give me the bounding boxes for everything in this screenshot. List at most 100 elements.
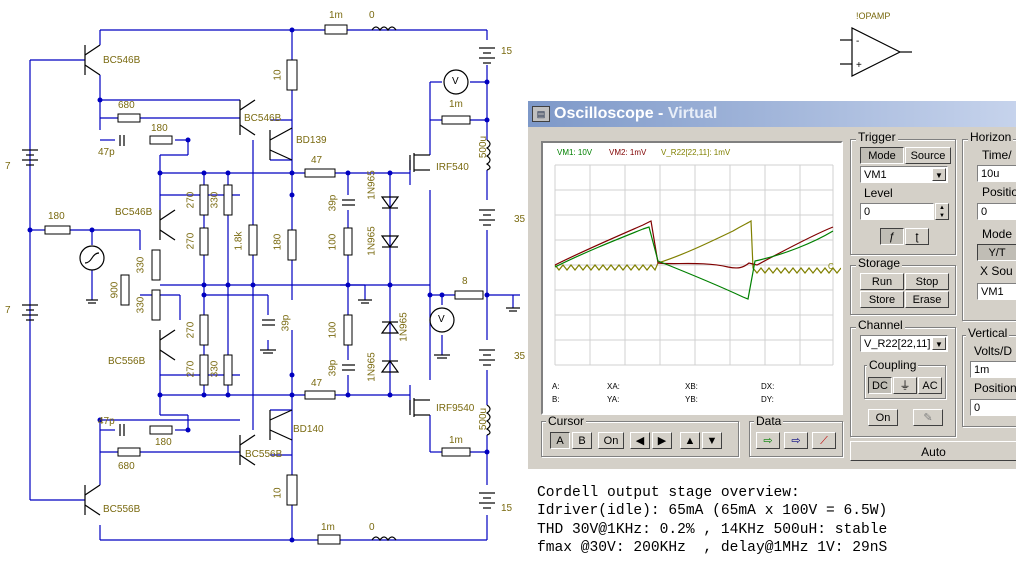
- label-r-270-d: 270: [185, 360, 197, 378]
- time-div-field[interactable]: 10u: [977, 165, 1016, 182]
- label-bd139: BD139: [296, 135, 327, 146]
- cursor-a-button[interactable]: A: [550, 432, 570, 449]
- measure-ya: YA:: [607, 395, 620, 404]
- label-l-500u-bot: 500u: [478, 407, 490, 431]
- scope-display: C VM1: 10V VM2: 1mV V_R22[22,11]: 1mV A:…: [541, 141, 843, 415]
- schematic-canvas: [22, 24, 520, 545]
- trigger-source-button[interactable]: Source: [905, 147, 951, 164]
- label-r-47-top: 47: [311, 155, 323, 166]
- horizontal-label: Horizon: [968, 130, 1014, 144]
- trigger-source-select[interactable]: VM1 ▼: [860, 166, 948, 183]
- store-button[interactable]: Store: [860, 291, 904, 308]
- cursor-on-button[interactable]: On: [598, 432, 624, 449]
- label-bd140: BD140: [293, 424, 324, 435]
- coupling-ac-button[interactable]: AC: [918, 377, 942, 394]
- label-bc556b-bias: BC556B: [108, 356, 146, 367]
- label-b-7-top: 7: [5, 161, 11, 172]
- label-r-load: 8: [462, 276, 468, 287]
- measure-dx: DX:: [761, 382, 775, 391]
- label-bc546b-bias: BC546B: [115, 207, 153, 218]
- label-b-15-bot: 15: [501, 503, 513, 514]
- h-mode-label: Mode: [982, 227, 1013, 241]
- label-r-1m-src-top: 1m: [449, 99, 463, 110]
- erase-button[interactable]: Erase: [905, 291, 949, 308]
- x-source-label: X Sou: [980, 264, 1013, 278]
- channel-select[interactable]: V_R22[22,11] ▼: [860, 335, 948, 352]
- data-chart-icon[interactable]: ⟋: [812, 432, 836, 449]
- auto-button[interactable]: Auto: [850, 441, 1016, 461]
- volts-div-label: Volts/D: [974, 344, 1013, 358]
- cursor-b-button[interactable]: B: [572, 432, 592, 449]
- trigger-label: Trigger: [856, 130, 898, 144]
- measure-b: B:: [552, 395, 560, 404]
- scope-traces: C: [554, 164, 842, 366]
- chevron-down-icon[interactable]: ▼: [932, 337, 946, 350]
- rising-edge-icon[interactable]: ƒ: [880, 228, 904, 245]
- legend-vr22: V_R22[22,11]: 1mV: [661, 148, 731, 157]
- label-c-39p-c: 39p: [327, 359, 339, 377]
- v-position-label: Position: [974, 381, 1016, 395]
- notes-line-4: fmax @30V: 200KHz , delay@1MHz 1V: 29nS: [537, 539, 888, 556]
- storage-group: [850, 265, 956, 315]
- cursor-up-icon[interactable]: ▲: [680, 432, 700, 449]
- oscilloscope-title: Oscilloscope - Virtual: [554, 105, 718, 122]
- v-position-field[interactable]: 0: [970, 399, 1016, 416]
- trigger-level-label: Level: [864, 186, 893, 200]
- run-button[interactable]: Run: [860, 273, 904, 290]
- trigger-level-field[interactable]: 0: [860, 203, 934, 220]
- measure-xb: XB:: [685, 382, 698, 391]
- label-c-47p-top: 47p: [98, 147, 115, 158]
- opamp-symbol: - +: [840, 27, 912, 77]
- data-import-icon[interactable]: ⇨: [784, 432, 808, 449]
- label-b-35-top: 35: [514, 214, 526, 225]
- channel-on-button[interactable]: On: [868, 409, 898, 426]
- label-l-500u-top: 500u: [478, 135, 490, 159]
- label-c-39p-a: 39p: [327, 194, 339, 212]
- label-r-180-in: 180: [48, 211, 65, 222]
- legend-vm1: VM1: 10V: [557, 148, 593, 157]
- mode-yt-button[interactable]: Y/T: [977, 244, 1016, 261]
- svg-text:+: +: [856, 60, 862, 71]
- notes-block: Cordell output stage overview:Idriver(id…: [537, 484, 887, 557]
- h-position-field[interactable]: 0: [977, 203, 1016, 220]
- oscilloscope-titlebar[interactable]: ▤ Oscilloscope - Virtual: [528, 101, 1016, 127]
- label-r-1k8: 1.8k: [233, 231, 245, 251]
- svg-text:C: C: [828, 262, 834, 271]
- label-b-7-bot: 7: [5, 305, 11, 316]
- trigger-mode-button[interactable]: Mode: [860, 147, 904, 164]
- label-r-330-c: 330: [135, 296, 147, 314]
- measure-yb: YB:: [685, 395, 698, 404]
- label-r-10-top: 10: [272, 69, 284, 81]
- volts-div-field[interactable]: 1m: [970, 361, 1016, 378]
- legend-vm2: VM2: 1mV: [609, 148, 647, 157]
- cursor-down-icon[interactable]: ▼: [702, 432, 722, 449]
- oscilloscope-window[interactable]: ▤ Oscilloscope - Virtual C: [527, 100, 1016, 469]
- falling-edge-icon[interactable]: ʈ: [905, 228, 929, 245]
- voltmeter-out-symbol: V: [438, 314, 445, 325]
- label-r-bot-1m: 1m: [321, 522, 335, 533]
- label-d-b: 1N965: [366, 226, 378, 256]
- label-irf540: IRF540: [436, 162, 469, 173]
- label-r-100-b: 100: [327, 321, 339, 339]
- label-r-270-b: 270: [185, 232, 197, 250]
- x-source-select[interactable]: VM1: [977, 283, 1016, 300]
- label-irf9540: IRF9540: [436, 403, 475, 414]
- label-r-330-d: 330: [209, 360, 221, 378]
- label-b-15-top: 15: [501, 46, 513, 57]
- trigger-level-stepper[interactable]: ▲▼: [935, 203, 949, 220]
- coupling-dc-button[interactable]: DC: [868, 377, 892, 394]
- label-c-47p-bot: 47p: [98, 416, 115, 427]
- label-bc556b-mid: BC556B: [245, 449, 283, 460]
- data-export-icon[interactable]: ⇨: [756, 432, 780, 449]
- pen-icon[interactable]: ✎: [913, 409, 943, 426]
- label-r-100-a: 100: [327, 233, 339, 251]
- ground-icon[interactable]: ⏚: [893, 377, 917, 394]
- cursor-right-icon[interactable]: ▶: [652, 432, 672, 449]
- chevron-down-icon[interactable]: ▼: [932, 168, 946, 181]
- svg-text:-: -: [856, 36, 859, 47]
- cursor-left-icon[interactable]: ◀: [630, 432, 650, 449]
- stop-button[interactable]: Stop: [905, 273, 949, 290]
- time-div-label: Time/: [982, 148, 1012, 162]
- label-bc546b-mid: BC546B: [244, 113, 282, 124]
- trace-vm1: [554, 226, 834, 300]
